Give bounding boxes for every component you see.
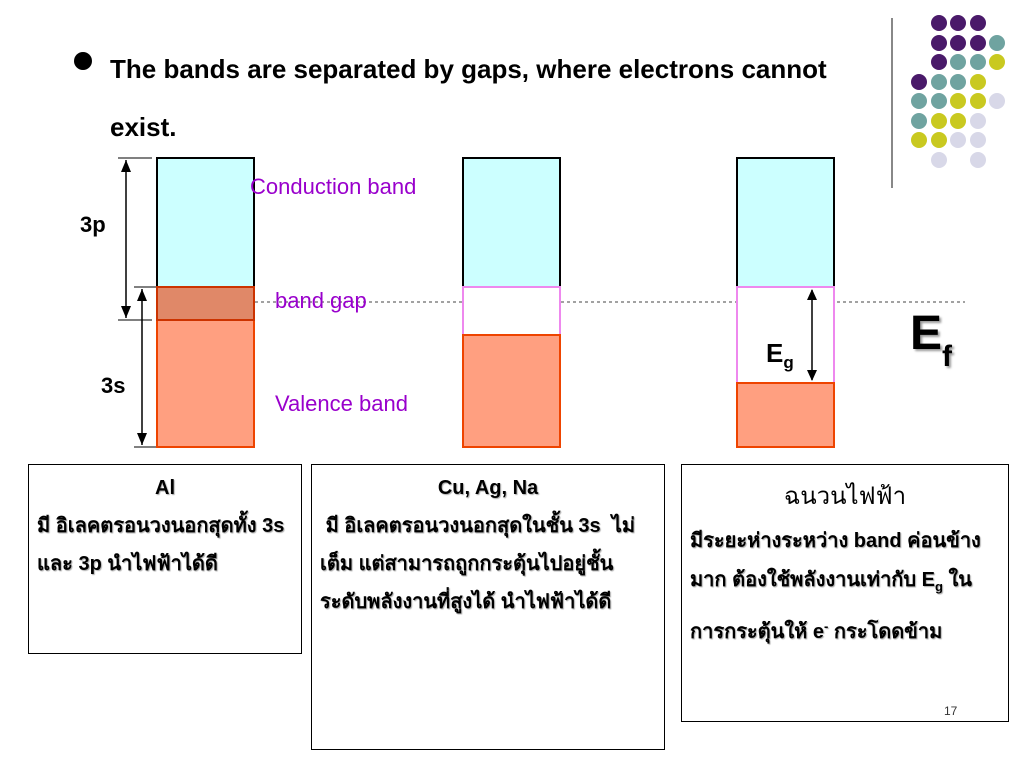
decorative-dot: [950, 34, 966, 51]
p3-label: 3p: [80, 212, 106, 237]
ef-label: Ef: [910, 307, 953, 373]
decorative-dot: [989, 54, 1005, 70]
al-info-box: Al มี อิเลคตรอนวงนอกสุดทั้ง 3s และ 3p นำ…: [28, 464, 302, 654]
insulator-title: ฉนวนไฟฟ้า: [783, 483, 907, 510]
decorative-dot: [969, 112, 986, 129]
ins-gap: [736, 286, 835, 384]
decorative-dot: [911, 93, 927, 109]
decorative-dot: [930, 73, 947, 90]
band-diagram: [118, 157, 965, 448]
decorative-dot: [930, 34, 947, 51]
eg-label: Eg: [766, 338, 794, 373]
decorative-dot: [969, 93, 986, 109]
decorative-dot: [969, 54, 986, 70]
bullet-dot: [74, 52, 92, 70]
decorative-dot: [989, 93, 1005, 109]
ins-valence-band: [736, 382, 835, 448]
decorative-dot: [930, 54, 947, 70]
decorative-dot: [950, 73, 966, 90]
cu-valence-band: [462, 334, 561, 448]
decorative-dot: [911, 132, 927, 148]
decorative-dot: [989, 34, 1005, 51]
decorative-dot: [969, 132, 986, 148]
cu-conduction-band: [462, 157, 561, 288]
decorative-dot: [950, 15, 966, 31]
insulator-info-box: ฉนวนไฟฟ้า มีระยะห่างระหว่าง band ค่อนข้า…: [681, 464, 1009, 722]
cu-info-box: Cu, Ag, Na มี อิเลคตรอนวงนอกสุดในชั้น 3s…: [311, 464, 665, 750]
cu-gap: [462, 286, 561, 336]
decorative-dot: [950, 93, 966, 109]
decorative-dot: [930, 151, 947, 168]
divider-line: [891, 18, 893, 188]
cu-title: Cu, Ag, Na: [437, 477, 539, 499]
insulator-body: มีระยะห่างระหว่าง band ค่อนข้างมาก ต้องใ…: [690, 530, 981, 643]
decorative-dot: [969, 15, 986, 31]
decorative-dot: [950, 54, 966, 70]
bullet-text: The bands are separated by gaps, where e…: [110, 54, 827, 142]
al-conduction-band: [156, 157, 255, 288]
al-overlap-region: [156, 286, 255, 321]
slide-number: 17: [944, 704, 958, 718]
decorative-dot: [950, 132, 966, 148]
decorative-dot: [930, 15, 947, 31]
s3-label: 3s: [101, 373, 126, 398]
conduction-band-label: Conduction band: [250, 174, 417, 199]
valence-band-label: Valence band: [275, 391, 408, 416]
ins-conduction-band: [736, 157, 835, 288]
decorative-dot: [911, 73, 927, 90]
decorative-dot: [930, 93, 947, 109]
decorative-dot: [969, 34, 986, 51]
cu-body: มี อิเลคตรอนวงนอกสุดในชั้น 3s ไม่เต็ม แต…: [320, 515, 636, 613]
decorative-dot: [950, 112, 966, 129]
decorative-dot: [930, 132, 947, 148]
decorative-dot: [969, 73, 986, 90]
al-title: Al: [155, 477, 175, 499]
band-gap-label: band gap: [275, 288, 367, 313]
al-body: มี อิเลคตรอนวงนอกสุดทั้ง 3s และ 3p นำไฟฟ…: [37, 515, 285, 575]
decorative-dot: [969, 151, 986, 168]
decorative-dot: [911, 112, 927, 129]
decorative-dot: [930, 112, 947, 129]
